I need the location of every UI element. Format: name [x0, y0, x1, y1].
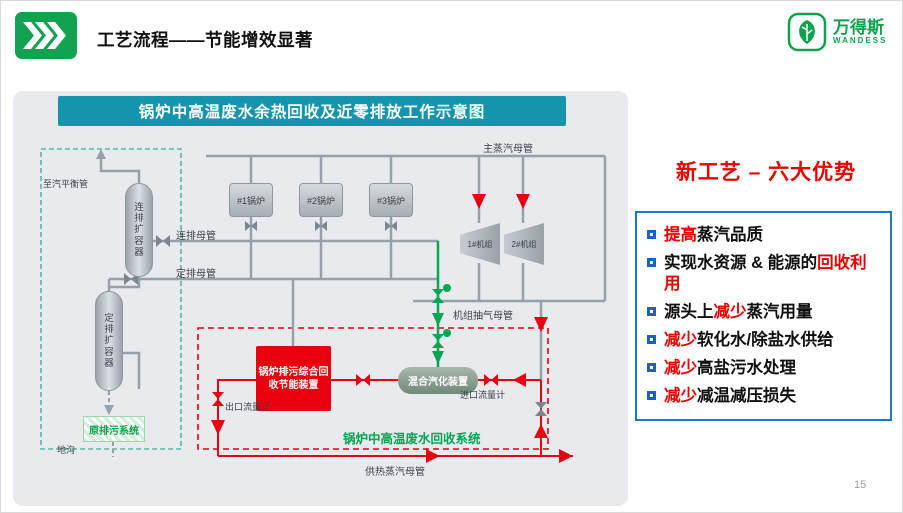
- advantage-item: 实现水资源 & 能源的回收利用: [647, 253, 880, 294]
- diagram-panel: 锅炉中高温废水余热回收及近零排放工作示意图: [13, 91, 628, 506]
- label-trench: 地沟: [57, 445, 76, 455]
- original-blowdown-system: 原排污系统: [83, 416, 145, 442]
- red-flow-arrows: [211, 194, 573, 463]
- label-extraction-steam-header: 机组抽气母管: [453, 311, 513, 322]
- boiler-3: #3锅炉: [369, 183, 413, 217]
- periodic-blowdown-expander-label: 定排扩容器: [104, 312, 114, 369]
- page-title: 工艺流程——节能增效显著: [97, 30, 313, 50]
- continuous-blowdown-expander-label: 连排扩容器: [134, 201, 144, 258]
- piping-diagram-canvas: [40, 148, 607, 463]
- bullet-square-icon: [647, 306, 656, 316]
- advantage-item: 减少减温减压损失: [647, 386, 880, 407]
- boiler-1: #1锅炉: [229, 183, 273, 217]
- label-inlet-flowmeter: 进口流量计: [460, 390, 506, 400]
- logo-name: 万得斯: [833, 17, 884, 37]
- red-valve-icons: [212, 374, 498, 406]
- blowdown-recovery-device: 锅炉排污综合回收节能装置: [256, 346, 331, 411]
- gray-flow-arrows: [96, 149, 114, 415]
- fast-forward-chevrons-icon: [23, 22, 66, 49]
- label-periodic-blowdown-header: 定排母管: [176, 269, 216, 280]
- advantages-title: 新工艺 – 六大优势: [675, 161, 857, 184]
- bullet-square-icon: [647, 230, 656, 239]
- boiler-2-label: #2锅炉: [306, 195, 335, 206]
- label-main-steam-header: 主蒸汽母管: [483, 144, 533, 155]
- turbine-unit-2-label: 2#机组: [511, 239, 537, 249]
- mixing-vaporizer-label: 混合汽化装置: [408, 377, 468, 388]
- page-number: 15: [854, 479, 867, 491]
- continuous-blowdown-expander: 连排扩容器: [125, 183, 153, 277]
- wandess-leaf-icon: [787, 12, 827, 52]
- green-flow-arrows: [432, 313, 444, 364]
- advantage-item: 减少软化水/除盐水供给: [647, 330, 880, 351]
- periodic-blowdown-expander: 定排扩容器: [95, 291, 123, 391]
- boiler-2: #2锅炉: [299, 183, 343, 217]
- label-to-steam-balance-pipe: 至汽平衡管: [43, 179, 89, 189]
- diagram-title-banner: 锅炉中高温废水余热回收及近零排放工作示意图: [58, 96, 566, 126]
- logo-subtitle: WANDESS: [833, 35, 888, 45]
- bullet-square-icon: [647, 391, 656, 401]
- original-blowdown-system-label: 原排污系统: [89, 425, 139, 437]
- gray-pipes: [99, 154, 607, 389]
- gray-valve-icons: [124, 221, 547, 416]
- recovery-system-dashed-box: [197, 327, 549, 450]
- advantages-box: 提高蒸汽品质 实现水资源 & 能源的回收利用 源头上减少蒸汽用量 减少软化水/除…: [635, 211, 892, 421]
- label-continuous-blowdown-header: 连排母管: [176, 231, 216, 242]
- boiler-1-label: #1锅炉: [236, 195, 265, 206]
- bullet-square-icon: [647, 363, 656, 373]
- logo: 万得斯 WANDESS: [787, 12, 887, 52]
- expander-system-dashed-box: [40, 148, 182, 450]
- boiler-3-label: #3锅炉: [376, 195, 405, 206]
- label-heating-steam-header: 供热蒸汽母管: [365, 467, 425, 478]
- label-outlet-flowmeter: 出口流量计: [225, 402, 271, 412]
- label-recovery-system: 锅炉中高温废水回收系统: [343, 432, 481, 446]
- advantage-item: 提高蒸汽品质: [647, 225, 880, 246]
- green-valve-icons: [432, 284, 451, 348]
- chevrons-badge: [15, 12, 77, 59]
- mixing-vaporizer: 混合汽化装置: [398, 367, 478, 394]
- bullet-square-icon: [647, 258, 656, 268]
- advantage-item: 源头上减少蒸汽用量: [647, 302, 880, 323]
- advantage-item: 减少高盐污水处理: [647, 358, 880, 379]
- turbine-unit-1-label: 1#机组: [467, 239, 493, 249]
- bullet-square-icon: [647, 335, 656, 344]
- blowdown-recovery-device-label: 锅炉排污综合回收节能装置: [258, 366, 329, 391]
